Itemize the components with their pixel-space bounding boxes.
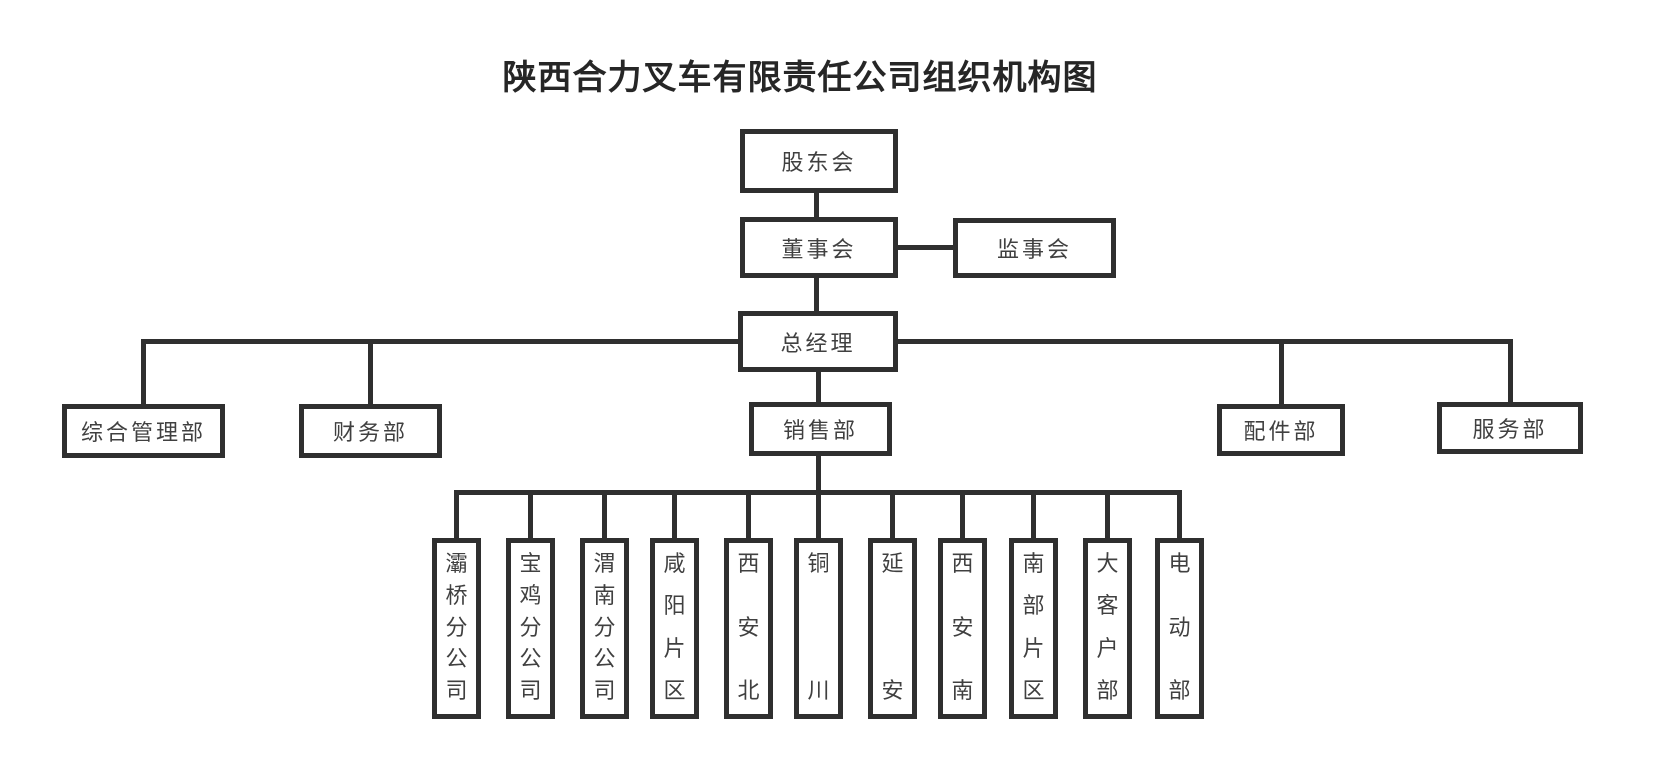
sales-unit-char: 铜 <box>807 551 830 576</box>
sales-unit-char: 公 <box>445 646 468 672</box>
connector-drop-finance <box>368 339 373 404</box>
sales-unit-char: 电 <box>1168 551 1191 576</box>
sales-unit-char: 北 <box>737 678 760 703</box>
sales-unit-char: 安 <box>737 614 760 640</box>
connector-drop-service <box>1508 339 1513 404</box>
sales-unit-char: 片 <box>663 635 686 661</box>
sales-unit-box: 大客户部 <box>1083 538 1132 719</box>
sales-unit-box: 灞桥分公司 <box>432 538 481 719</box>
sales-unit-char: 安 <box>951 614 974 640</box>
sales-unit-char: 南 <box>1022 551 1045 576</box>
dept-box-service: 服务部 <box>1437 402 1583 454</box>
dept-box-parts: 配件部 <box>1217 404 1345 456</box>
node-supervisory: 监事会 <box>953 218 1116 278</box>
dept-box-finance: 财务部 <box>299 404 442 458</box>
sales-unit-char: 宝 <box>519 551 542 576</box>
sales-unit-char: 分 <box>593 614 616 640</box>
sales-unit-char: 西 <box>951 551 974 576</box>
sales-unit-box: 西安南 <box>938 538 987 719</box>
sales-unit-char: 分 <box>445 614 468 640</box>
sales-unit-char: 延 <box>881 551 904 576</box>
connector-drop-sales-unit <box>672 490 677 538</box>
connector-drop-sales-unit <box>890 490 895 538</box>
connector-drop-sales-unit <box>1177 490 1182 538</box>
sales-unit-char: 灞 <box>445 551 468 576</box>
node-shareholders: 股东会 <box>740 129 898 193</box>
sales-unit-char: 大 <box>1096 551 1119 576</box>
dept-box-sales: 销售部 <box>749 402 892 456</box>
sales-unit-box: 宝鸡分公司 <box>506 538 555 719</box>
connector-drop-sales-unit <box>816 490 821 538</box>
sales-unit-char: 分 <box>519 614 542 640</box>
sales-unit-char: 渭 <box>593 551 616 576</box>
sales-unit-char: 司 <box>593 678 616 703</box>
connector-drop-admin <box>141 339 146 404</box>
connector-board-gm <box>814 278 819 311</box>
sales-unit-box: 咸阳片区 <box>650 538 699 719</box>
sales-unit-char: 桥 <box>445 582 468 608</box>
sales-unit-char: 咸 <box>663 551 686 576</box>
dept-box-admin: 综合管理部 <box>62 404 225 458</box>
sales-unit-char: 公 <box>519 646 542 672</box>
connector-drop-sales-unit <box>528 490 533 538</box>
connector-drop-sales-unit <box>1031 490 1036 538</box>
sales-unit-char: 鸡 <box>519 582 542 608</box>
sales-unit-char: 区 <box>663 677 686 703</box>
sales-unit-char: 阳 <box>663 593 686 619</box>
sales-unit-char: 户 <box>1096 635 1119 661</box>
connector-gm-sales <box>816 372 821 402</box>
sales-unit-char: 南 <box>951 678 974 703</box>
sales-unit-char: 区 <box>1022 677 1045 703</box>
sales-unit-char: 客 <box>1096 593 1119 619</box>
connector-drop-sales-unit <box>960 490 965 538</box>
sales-unit-char: 川 <box>807 678 830 703</box>
node-board: 董事会 <box>740 217 898 278</box>
page-title: 陕西合力叉车有限责任公司组织机构图 <box>502 59 1098 97</box>
connector-sales-units-stem <box>816 456 821 495</box>
sales-unit-char: 部 <box>1096 677 1119 703</box>
sales-unit-box: 南部片区 <box>1009 538 1058 719</box>
connector-board-supervisory <box>898 245 953 250</box>
sales-unit-char: 公 <box>593 646 616 672</box>
sales-unit-box: 电动部 <box>1155 538 1204 719</box>
sales-unit-box: 渭南分公司 <box>580 538 629 719</box>
connector-drop-sales-unit <box>454 490 459 538</box>
sales-unit-char: 片 <box>1022 635 1045 661</box>
sales-unit-char: 司 <box>519 678 542 703</box>
node-general-manager: 总经理 <box>738 311 898 372</box>
sales-unit-char: 西 <box>737 551 760 576</box>
connector-shareholders-board <box>814 193 819 217</box>
sales-unit-box: 西安北 <box>724 538 773 719</box>
sales-unit-box: 延安 <box>868 538 917 719</box>
sales-unit-char: 动 <box>1168 614 1191 640</box>
connector-drop-sales-unit <box>1105 490 1110 538</box>
connector-drop-sales-unit <box>602 490 607 538</box>
sales-unit-char: 安 <box>881 678 904 703</box>
sales-unit-char: 南 <box>593 582 616 608</box>
connector-drop-sales-unit <box>746 490 751 538</box>
connector-drop-parts <box>1279 339 1284 404</box>
sales-unit-char: 司 <box>445 678 468 703</box>
sales-unit-char: 部 <box>1168 678 1191 703</box>
sales-unit-char: 部 <box>1022 593 1045 619</box>
sales-unit-box: 铜川 <box>794 538 843 719</box>
